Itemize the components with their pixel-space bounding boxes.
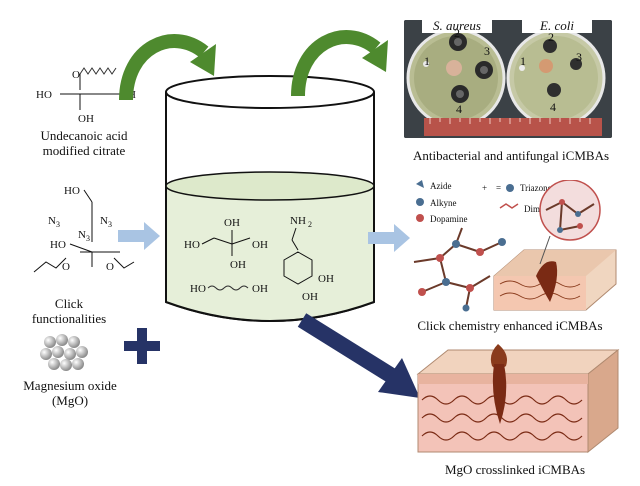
reaction-beaker: [165, 75, 375, 322]
svg-text:O: O: [72, 69, 80, 81]
arrow-right-icon: [118, 222, 160, 250]
plus-icon: [124, 328, 160, 364]
legend-alkyne: Alkyne: [430, 198, 457, 208]
azide-n-1: N: [48, 215, 56, 227]
citric-oh-top: OH: [224, 217, 240, 229]
citric-oh-right: OH: [252, 239, 268, 251]
click-ho: HO: [64, 185, 80, 197]
petri-title-right: E. coli: [522, 20, 592, 33]
polymer-network: [413, 227, 506, 312]
mgo-spheres: [40, 334, 88, 371]
svg-text:O: O: [106, 261, 114, 273]
petri-left-3: 3: [484, 44, 490, 58]
svg-text:3: 3: [56, 220, 60, 229]
svg-text:=: =: [496, 183, 501, 193]
navy-arrow: [297, 313, 420, 398]
skin-tissue-mgo: [416, 344, 620, 454]
mgo-caption: MgO crosslinked iCMBAs: [444, 462, 586, 477]
citric-oh-bottom: OH: [230, 259, 246, 271]
citrate-label-2: modified citrate: [42, 143, 126, 158]
petri-left-1: 1: [424, 54, 430, 68]
beaker-molecules: HO OH OH OH HO OH NH 2 OH OH: [184, 215, 334, 303]
petri-left-4: 4: [456, 102, 462, 116]
petri-right-2: 2: [548, 30, 554, 44]
click-label-2: functionalities: [31, 311, 107, 326]
diol-oh: OH: [252, 283, 268, 295]
petri-right-3: 3: [576, 50, 582, 64]
legend-triazone: Triazone: [520, 183, 552, 193]
petri-right-1: 1: [520, 54, 526, 68]
azide-n-2: N: [100, 215, 108, 227]
dopamine-oh-1: OH: [318, 273, 334, 285]
dopamine-oh-2: OH: [302, 291, 318, 303]
svg-text:3: 3: [108, 220, 112, 229]
svg-text:O: O: [62, 261, 70, 273]
dopamine-nh: NH: [290, 215, 306, 227]
svg-text:+: +: [482, 183, 487, 193]
alkyl-chain: [79, 67, 117, 75]
svg-text:3: 3: [86, 234, 90, 243]
diol-ho: HO: [190, 283, 206, 295]
mgo-label-1: Magnesium oxide: [23, 378, 117, 393]
citrate-label-1: Undecanoic acid: [40, 128, 128, 143]
legend-dimer: Dimer: [524, 204, 547, 214]
green-arrow-left: [119, 34, 216, 101]
click-ho-2: HO: [50, 239, 66, 251]
click-legend: Azide Alkyne Dopamine + = Triazone Dimer: [416, 180, 552, 224]
svg-text:2: 2: [308, 220, 312, 229]
petri-left-2: 2: [454, 26, 460, 40]
arrow-right-icon-2: [368, 224, 410, 252]
legend-azide: Azide: [430, 181, 452, 191]
petri-right-4: 4: [550, 100, 556, 114]
skin-tissue-click: [493, 180, 617, 311]
petri-title-left: S. aureus: [422, 20, 492, 33]
click-label-1: Click: [54, 296, 84, 311]
citric-ho: HO: [184, 239, 200, 251]
petri-caption: Antibacterial and antifungal iCMBAs: [412, 148, 610, 163]
green-arrow-right: [291, 30, 388, 97]
click-structure: HO N 3 N 3 N 3 HO O O: [33, 185, 135, 273]
legend-dopamine: Dopamine: [430, 214, 468, 224]
citrate-ho: HO: [36, 89, 52, 101]
click-caption: Click chemistry enhanced iCMBAs: [417, 318, 603, 333]
petri-photo: S. aureus E. coli 1 2 3 4 1 2 3 4: [404, 20, 612, 138]
citrate-oh-bottom: OH: [78, 113, 94, 124]
azide-n-3: N: [78, 229, 86, 241]
mgo-label-2: (MgO): [51, 393, 89, 408]
